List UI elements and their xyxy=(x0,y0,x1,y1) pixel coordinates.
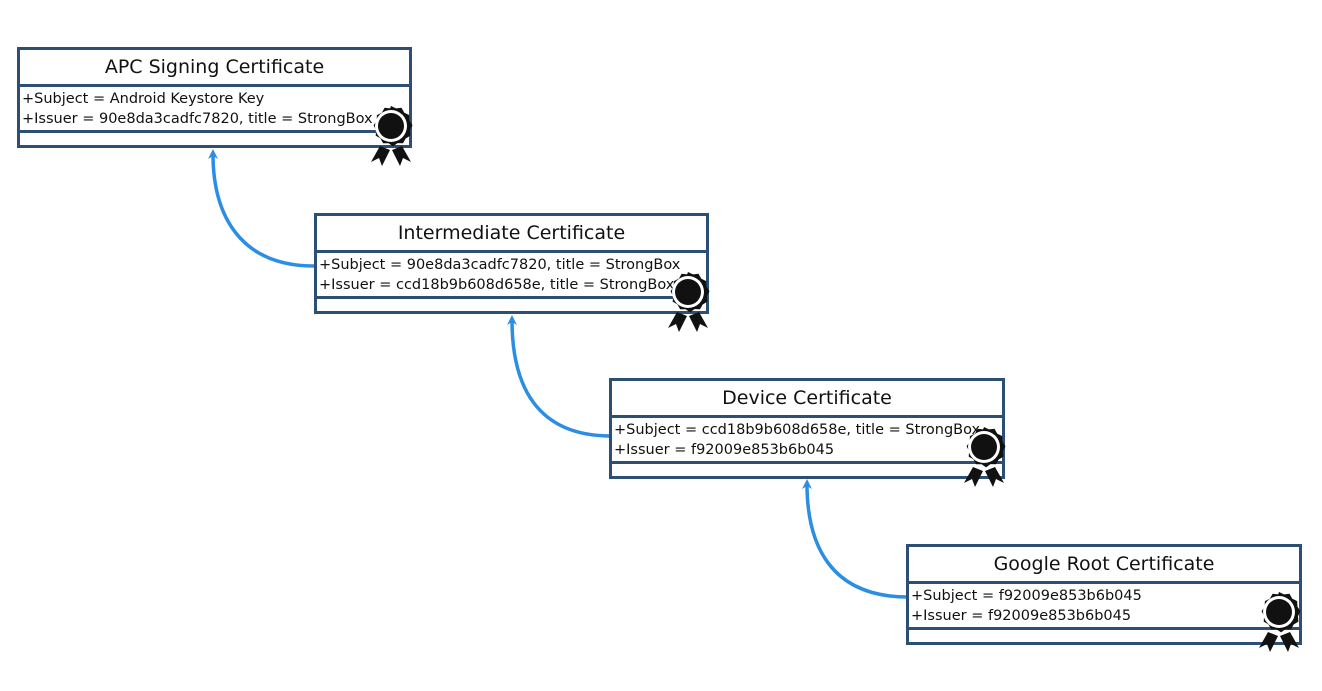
subject-attribute: +Subject = 90e8da3cadfc7820, title = Str… xyxy=(319,257,681,273)
subject-attribute: +Subject = ccd18b9b608d658e, title = Str… xyxy=(614,422,981,438)
arrow-intermediate-to-apc xyxy=(208,149,315,268)
certificate-methods-section xyxy=(909,630,1299,637)
award-badge-icon xyxy=(371,106,413,166)
arrow-device-to-intermediate xyxy=(507,315,612,438)
award-badge-icon xyxy=(1259,592,1301,652)
intermediate-certificate-box: Intermediate Certificate +Subject = 90e8… xyxy=(314,213,709,314)
subject-attribute: +Subject = Android Keystore Key xyxy=(22,91,265,107)
certificate-attributes: +Subject = 90e8da3cadfc7820, title = Str… xyxy=(317,253,706,299)
certificate-title: Google Root Certificate xyxy=(909,547,1299,584)
award-badge-icon xyxy=(964,427,1006,487)
certificate-methods-section xyxy=(612,464,1002,471)
certificate-methods-section xyxy=(317,299,706,306)
device-certificate-box: Device Certificate +Subject = ccd18b9b60… xyxy=(609,378,1005,479)
certificate-title: Device Certificate xyxy=(612,381,1002,418)
certificate-title: APC Signing Certificate xyxy=(20,50,409,87)
certificate-attributes: +Subject = f92009e853b6b045 +Issuer = f9… xyxy=(909,584,1299,630)
issuer-attribute: +Issuer = f92009e853b6b045 xyxy=(911,608,1132,624)
certificate-title: Intermediate Certificate xyxy=(317,216,706,253)
certificate-attributes: +Subject = Android Keystore Key +Issuer … xyxy=(20,87,409,133)
arrow-root-to-device xyxy=(802,479,909,599)
issuer-attribute: +Issuer = 90e8da3cadfc7820, title = Stro… xyxy=(22,111,373,127)
google-root-certificate-box: Google Root Certificate +Subject = f9200… xyxy=(906,544,1302,645)
certificate-attributes: +Subject = ccd18b9b608d658e, title = Str… xyxy=(612,418,1002,464)
issuer-attribute: +Issuer = ccd18b9b608d658e, title = Stro… xyxy=(319,277,675,293)
certificate-methods-section xyxy=(20,133,409,140)
apc-signing-certificate-box: APC Signing Certificate +Subject = Andro… xyxy=(17,47,412,148)
subject-attribute: +Subject = f92009e853b6b045 xyxy=(911,588,1142,604)
award-badge-icon xyxy=(668,272,710,332)
issuer-attribute: +Issuer = f92009e853b6b045 xyxy=(614,442,835,458)
